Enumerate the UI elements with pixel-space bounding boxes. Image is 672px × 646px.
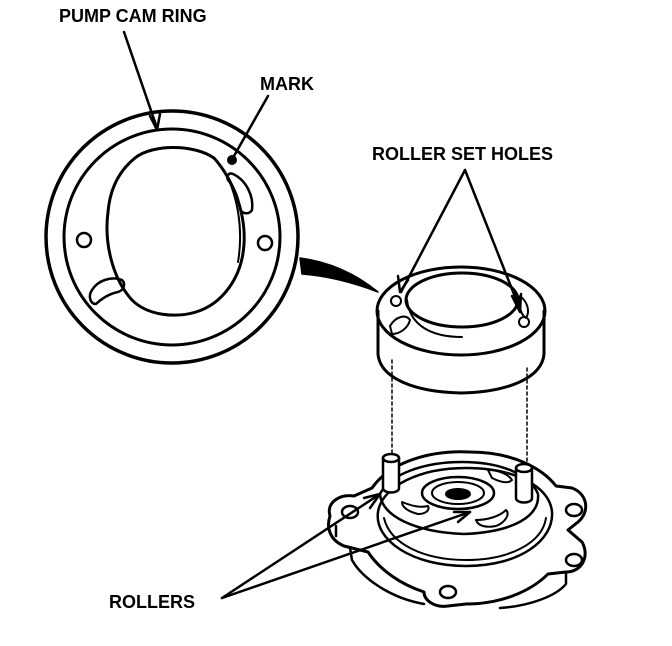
- pump-cam-ring-leader: [122, 30, 159, 130]
- roller-set-hole: [518, 316, 530, 328]
- roller-set-hole: [390, 295, 402, 307]
- roller-set-holes-label: ROLLER SET HOLES: [372, 144, 554, 164]
- mark-dot: [227, 155, 237, 165]
- rollers-label: ROLLERS: [109, 592, 196, 612]
- roller: [514, 462, 534, 504]
- cam-ring-inner-bore: [105, 146, 246, 317]
- cam-ring-part: [375, 168, 547, 395]
- roller: [381, 452, 401, 494]
- pump-cam-ring-label: PUMP CAM RING: [59, 6, 207, 26]
- roller-set-holes-leader: [399, 168, 467, 294]
- mark-leader: [232, 94, 270, 158]
- kidney-slot: [226, 172, 254, 215]
- mark-label: MARK: [260, 74, 314, 94]
- cam-ring-detail: [44, 30, 300, 365]
- detail-hole: [75, 231, 93, 249]
- detail-hole: [256, 234, 274, 252]
- kidney-slot: [88, 277, 126, 306]
- magnification-wedge: [299, 257, 379, 293]
- pump-body: [220, 450, 588, 610]
- rollers-leader: [220, 492, 382, 600]
